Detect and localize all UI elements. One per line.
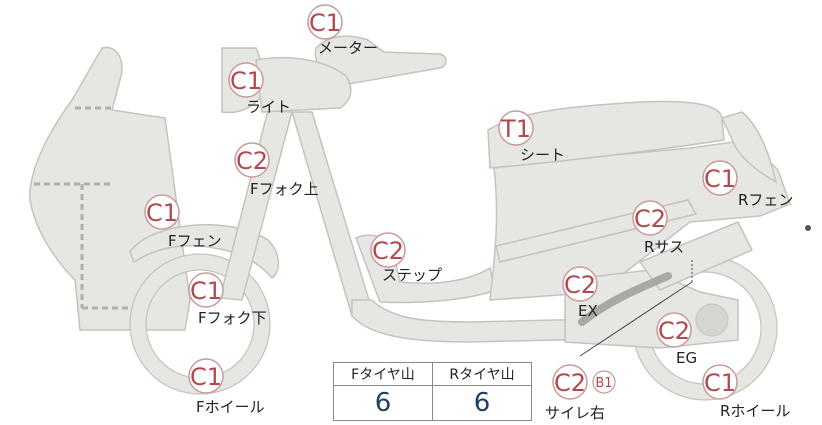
- rear-tail: [720, 111, 778, 184]
- r-fender-grade: C1: [704, 165, 736, 193]
- light-label: ライト: [246, 98, 291, 116]
- muffler-leader-line: [579, 281, 693, 357]
- head-cowl: [255, 57, 352, 113]
- rear-tire-header: Rタイヤ山: [432, 362, 532, 386]
- r-suspension-label: Rサス: [644, 238, 684, 256]
- r-wheel-badge-circle: [702, 364, 738, 400]
- r-wheel-label: Rホイール: [720, 402, 790, 420]
- tire-tread-table: Fタイヤ山 Rタイヤ山 6 6: [333, 362, 532, 421]
- eg-label: EG: [676, 349, 697, 367]
- front-fork: [219, 109, 293, 301]
- f-fender-label: Fフェン: [168, 232, 222, 250]
- ex-badge-circle: [562, 266, 598, 302]
- rear-fender-pin: [805, 225, 811, 231]
- step-badge-circle: [370, 232, 406, 268]
- ex-grade: C2: [564, 271, 596, 299]
- part-markers: C1メーターC1ライトC2Fフォク上C1FフェンC1Fフォク下C1FホイールC2…: [144, 4, 793, 422]
- eg-grade: C2: [658, 317, 690, 345]
- r-suspension-grade: C2: [634, 205, 666, 233]
- f-fork-upper-label: Fフォク上: [250, 180, 319, 198]
- tire-table-value-row: 6 6: [333, 385, 532, 421]
- light-badge-circle: [228, 62, 264, 98]
- ex-label: EX: [578, 302, 598, 320]
- f-fender-badge-circle: [144, 194, 180, 230]
- exhaust-pipe: [578, 272, 672, 326]
- frame-down-tube: [290, 111, 373, 317]
- r-suspension-badge-circle: [632, 200, 668, 236]
- r-wheel-grade: C1: [704, 369, 736, 397]
- meter-badge-circle: [307, 4, 343, 40]
- muffler-right-grade: C2: [554, 369, 586, 397]
- f-fork-lower-grade: C1: [190, 277, 222, 305]
- f-fender-grade: C1: [146, 199, 178, 227]
- front-shield: [29, 46, 191, 331]
- muffler-right-label: サイレ右: [545, 404, 605, 422]
- f-wheel-badge-circle: [188, 358, 224, 394]
- meter-grade: C1: [309, 9, 341, 37]
- muffler-right-extra-badge-circle: [592, 370, 616, 394]
- step-label: ステップ: [382, 266, 442, 284]
- seat-badge-circle: [498, 110, 534, 146]
- light-grade: C1: [230, 67, 262, 95]
- f-fork-upper-grade: C2: [236, 147, 268, 175]
- f-wheel-label: Fホイール: [196, 398, 265, 416]
- front-wheel-outer: [129, 253, 271, 395]
- seat-grade: T1: [500, 115, 531, 143]
- f-fork-lower-label: Fフォク下: [198, 309, 267, 327]
- meter-label: メーター: [318, 39, 378, 57]
- seat-label: シート: [520, 146, 565, 164]
- f-fork-upper-badge-circle: [234, 142, 270, 178]
- f-fork-lower-badge-circle: [188, 272, 224, 308]
- r-fender-badge-circle: [702, 160, 738, 196]
- rear-tire-value: 6: [432, 385, 532, 421]
- seat: [487, 100, 725, 169]
- eg-badge-circle: [656, 312, 692, 348]
- muffler-right-badge-circle: [552, 364, 588, 400]
- front-tire-value: 6: [333, 385, 433, 421]
- muffler-right-extra-grade: B1: [595, 376, 612, 391]
- r-fender-label: Rフェン: [738, 191, 793, 209]
- engine-hub: [695, 303, 729, 337]
- f-wheel-grade: C1: [190, 363, 222, 391]
- step-grade: C2: [372, 237, 404, 265]
- tire-table-header-row: Fタイヤ山 Rタイヤ山: [333, 362, 532, 386]
- front-tire-header: Fタイヤ山: [333, 362, 433, 386]
